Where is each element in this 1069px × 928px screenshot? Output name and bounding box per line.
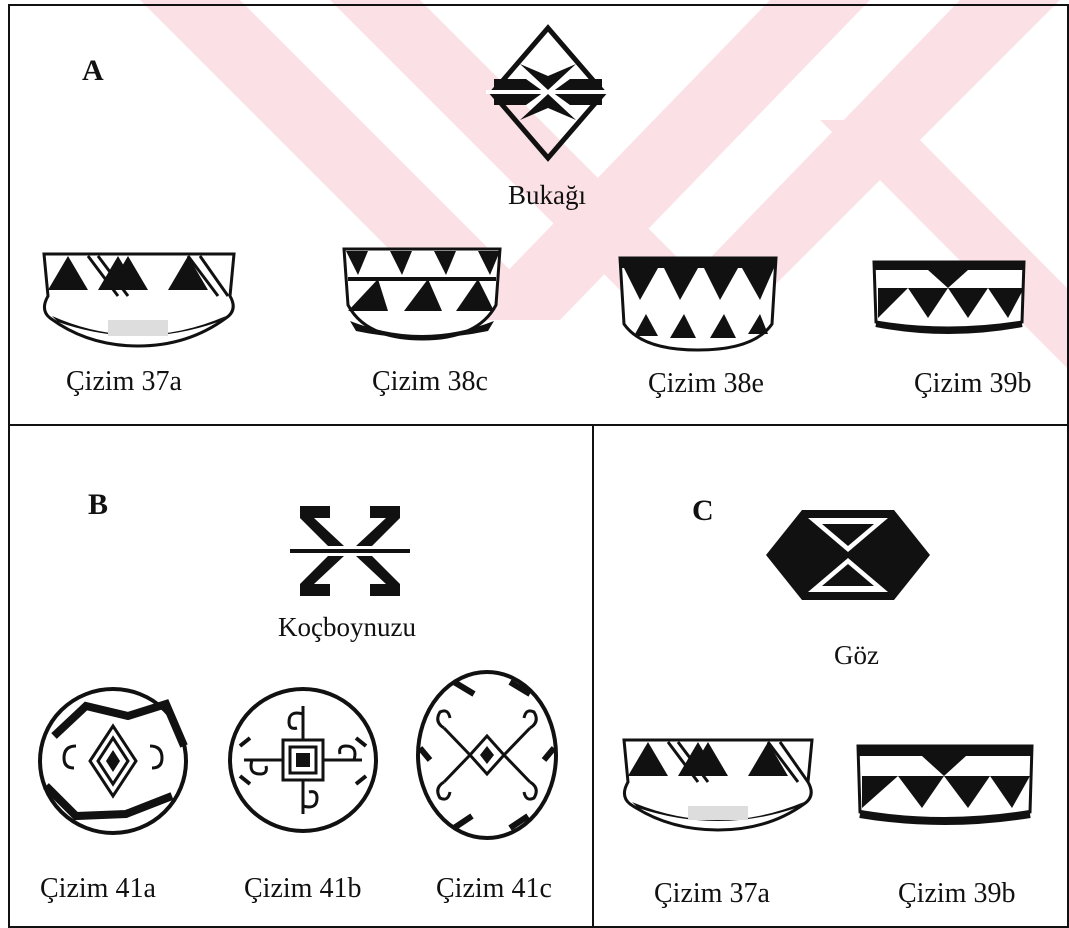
panel-b-letter: B [88,488,108,522]
bowl-drawing [614,254,782,354]
caption-38e: Çizim 38e [648,368,764,400]
caption-39b: Çizim 39b [914,368,1031,400]
caption-41a: Çizim 41a [40,873,156,905]
bowl-drawing [38,250,240,350]
plate-drawing [36,686,190,836]
bukagi-motif [486,24,610,162]
caption-37a: Çizim 37a [66,366,182,398]
caption-37a-c: Çizim 37a [654,878,770,910]
plate-drawing [226,686,380,834]
goz-label: Göz [834,640,879,671]
bowl-drawing [338,245,506,345]
bowl-drawing [852,742,1038,828]
caption-39b-c: Çizim 39b [898,878,1015,910]
bowl-drawing [618,736,818,834]
panel-a-letter: A [82,54,104,88]
plate-drawing [414,668,560,842]
panel-c-letter: C [692,494,714,528]
bowl-drawing [868,258,1030,338]
panel-c [592,424,1069,928]
kocboynuzu-label: Koçboynuzu [278,612,416,643]
kocboynuzu-motif [290,498,410,604]
caption-41b: Çizim 41b [244,873,361,905]
bukagi-label: Bukağı [508,180,586,211]
goz-motif [762,506,934,604]
caption-41c: Çizim 41c [436,873,552,905]
caption-38c: Çizim 38c [372,366,488,398]
